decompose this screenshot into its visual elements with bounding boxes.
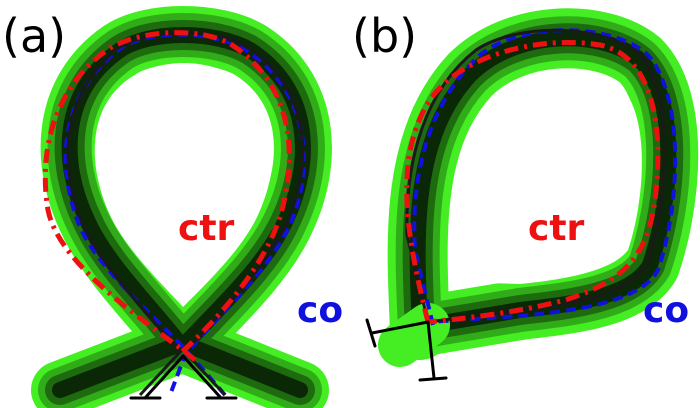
hole-a bbox=[94, 63, 274, 307]
co-curve-b bbox=[412, 28, 678, 326]
end-marker-left-cap-b bbox=[365, 318, 377, 348]
end-marker-down-b bbox=[426, 320, 436, 380]
tube-b-layer bbox=[409, 30, 677, 338]
co-label-a: co bbox=[297, 290, 343, 331]
end-marker-left-a bbox=[143, 354, 185, 400]
end-markers-b bbox=[365, 318, 448, 382]
end-marker-down-cap-b bbox=[418, 376, 448, 382]
center-curve-b bbox=[405, 28, 667, 324]
ctr-label-a: ctr bbox=[178, 208, 235, 249]
end-marker-right-a bbox=[181, 354, 223, 400]
hole-b bbox=[451, 70, 642, 284]
end-marker-left-b bbox=[370, 320, 430, 335]
panel-b: (b) ctr co bbox=[352, 8, 699, 382]
panel-label-b: (b) bbox=[352, 9, 417, 63]
tube-b-tail bbox=[378, 303, 450, 367]
panel-label-a: (a) bbox=[2, 9, 66, 63]
panel-a: (a) ctr co bbox=[2, 6, 343, 408]
end-markers-a bbox=[129, 354, 238, 400]
tube-b bbox=[378, 8, 699, 367]
co-label-b: co bbox=[643, 290, 689, 331]
ctr-curve-b bbox=[404, 40, 661, 325]
ctr-label-b: ctr bbox=[528, 208, 585, 249]
ctr-curve-a bbox=[42, 30, 292, 362]
